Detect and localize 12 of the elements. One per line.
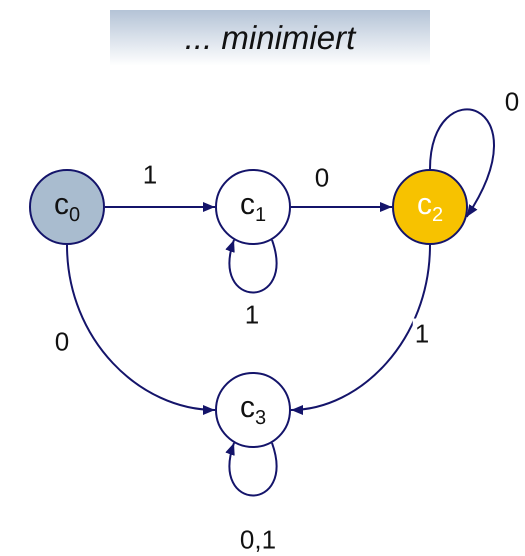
- state-label: c$_{2}$: [416, 190, 444, 224]
- state-label: c$_{0}$: [54, 190, 80, 224]
- self-loop-arrow: [429, 108, 495, 218]
- arrow: [290, 244, 431, 414]
- arrow: [66, 244, 216, 414]
- self-loop-arrow: [226, 442, 278, 496]
- arrow: [291, 202, 392, 212]
- self-loop-arrow: [226, 240, 278, 294]
- arrow: [105, 202, 215, 212]
- title-banner: ... minimiert: [110, 10, 430, 66]
- state-label: c$_{1}$: [240, 190, 266, 224]
- state-label: c$_{3}$: [240, 392, 266, 428]
